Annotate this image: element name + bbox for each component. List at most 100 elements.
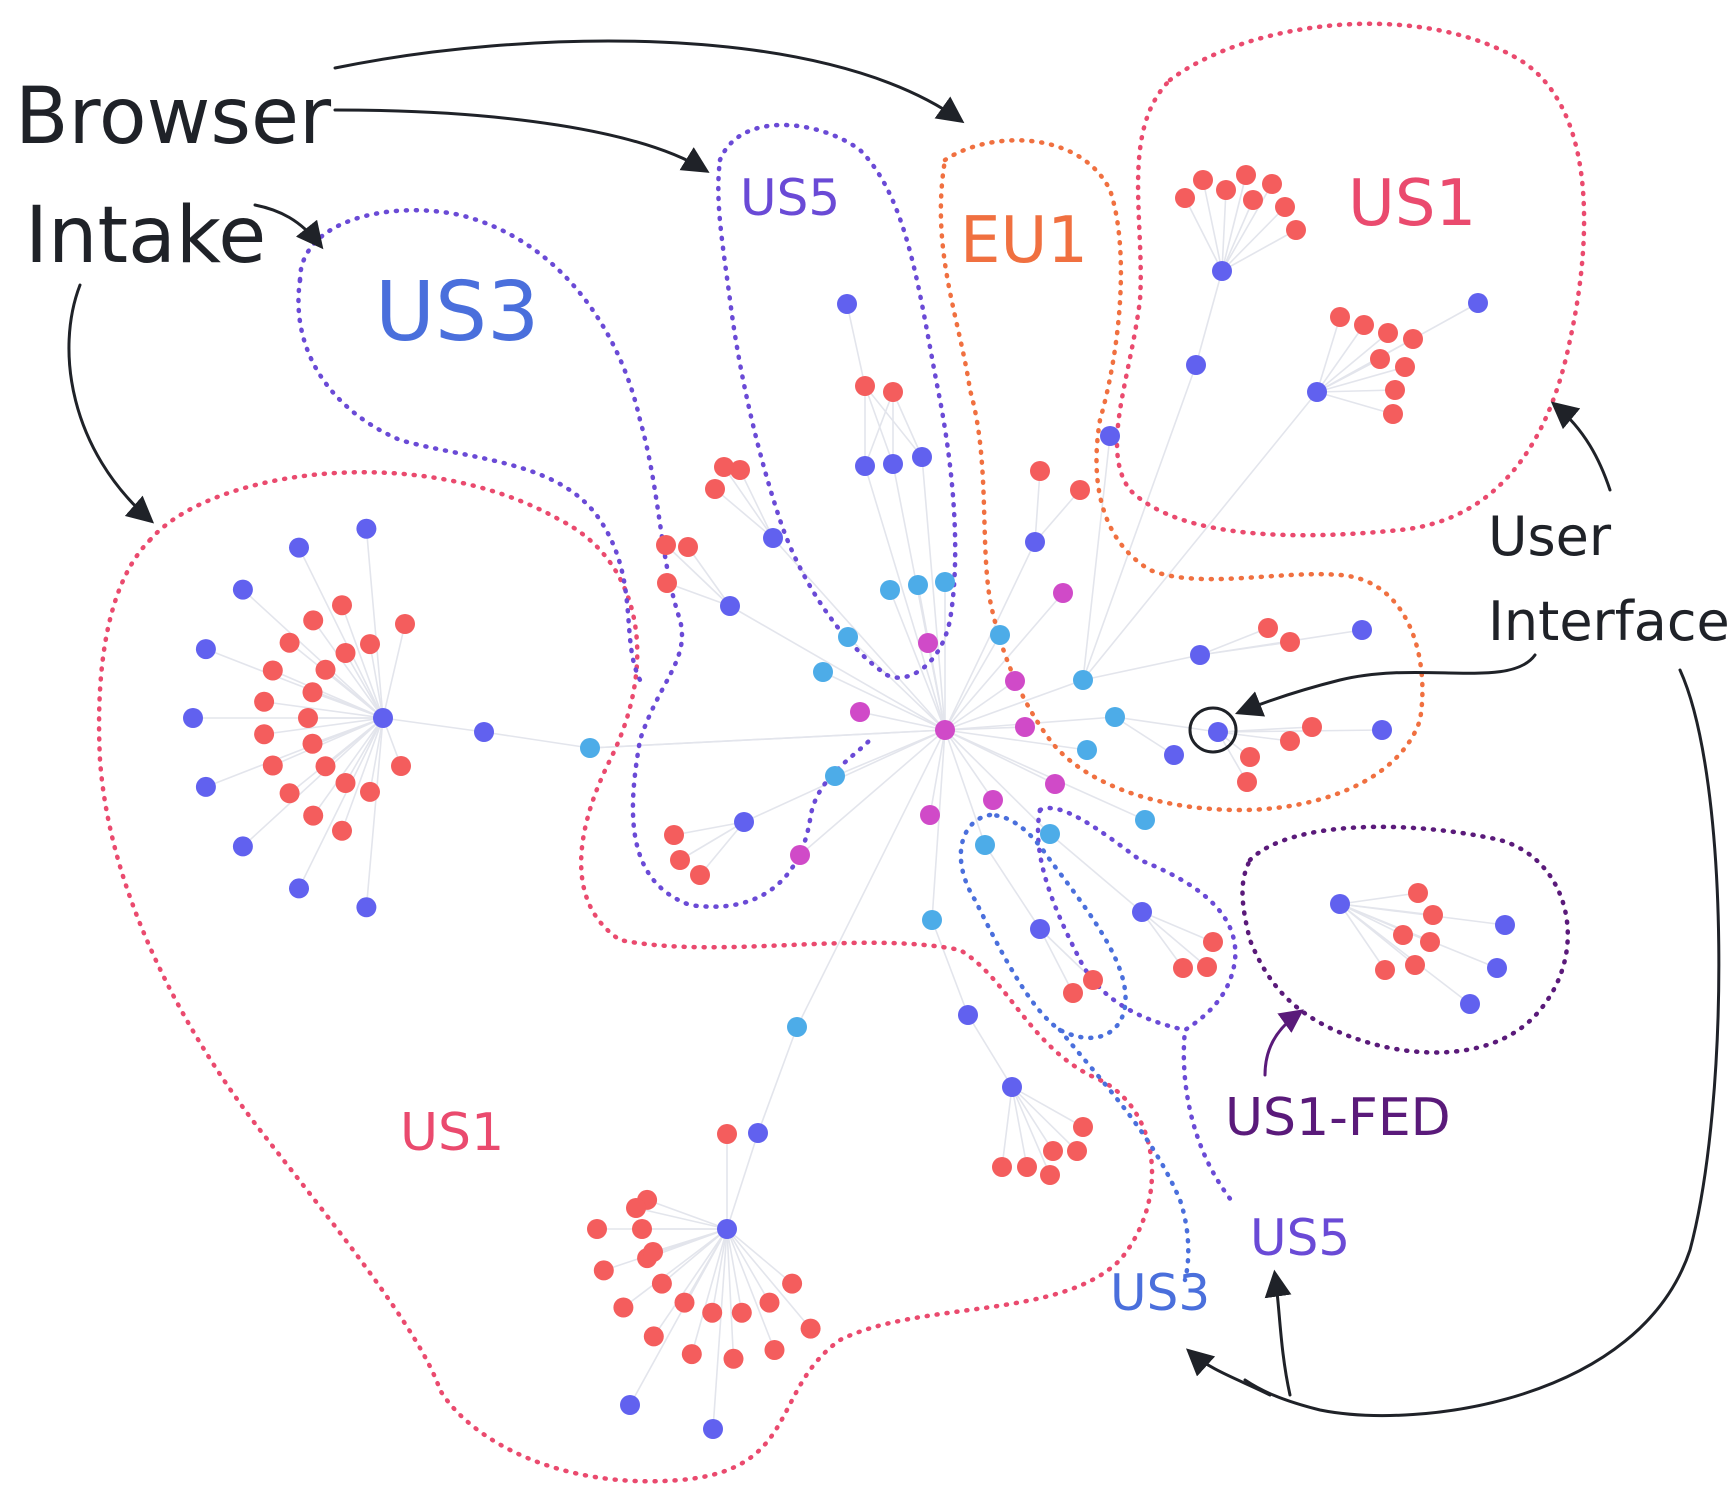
graph-edge <box>652 1228 728 1253</box>
graph-node <box>1236 165 1256 185</box>
graph-edge <box>846 303 866 387</box>
graph-node <box>1043 1141 1063 1161</box>
graph-edge <box>298 547 384 719</box>
graph-edge <box>691 1228 728 1355</box>
graph-edge <box>382 623 406 719</box>
graph-edge <box>369 644 384 719</box>
graph-node <box>1015 717 1035 737</box>
highlighted-node-ring <box>1188 706 1238 754</box>
region-us3-bottom-tail <box>1057 1027 1191 1283</box>
graph-edge <box>931 919 969 1016</box>
graph-edge <box>1011 1086 1054 1152</box>
graph-node <box>1186 355 1206 375</box>
graph-node <box>992 1157 1012 1177</box>
browser-label: Browser <box>15 72 332 162</box>
graph-node <box>262 755 283 776</box>
graph-edge <box>205 717 384 788</box>
graph-edge <box>1202 179 1223 272</box>
graph-node <box>360 781 380 802</box>
region-us5-top-outline <box>716 122 958 680</box>
graph-node <box>315 659 336 680</box>
graph-node <box>1237 772 1257 792</box>
graph-node <box>651 1273 672 1294</box>
graph-node <box>1468 293 1488 313</box>
graph-node <box>1208 722 1228 742</box>
graph-node <box>613 1297 634 1318</box>
graph-edge <box>739 469 774 539</box>
graph-node <box>935 720 955 740</box>
graph-edge <box>712 1228 728 1430</box>
graph-node <box>1077 740 1097 760</box>
region-us1-top-outline <box>1114 21 1587 538</box>
graph-node <box>1190 645 1210 665</box>
graph-node <box>1063 983 1083 1003</box>
graph-node <box>703 1419 723 1439</box>
graph-edge <box>1034 489 1081 543</box>
region-us3-top-outline-inner <box>296 277 643 683</box>
region-us5-bottom-outline-inner <box>1035 807 1188 1033</box>
graph-edge <box>967 1014 1013 1088</box>
graph-node <box>632 1219 652 1239</box>
graph-node <box>1302 717 1322 737</box>
graph-edge <box>984 844 1041 930</box>
graph-edge <box>726 1132 759 1230</box>
graph-edges <box>193 174 1506 1430</box>
graph-node <box>356 518 377 539</box>
graph-edge <box>799 729 946 856</box>
region-us1-fed-outline <box>1240 824 1571 1055</box>
graph-edge <box>1316 332 1389 393</box>
graph-node <box>289 537 309 558</box>
graph-edge <box>1221 183 1273 272</box>
region-label-us1-fed: US1-FED <box>1225 1088 1451 1148</box>
graph-node <box>643 1326 664 1347</box>
graph-edge <box>1316 316 1341 393</box>
graph-node <box>720 596 740 616</box>
graph-edge <box>365 717 384 908</box>
graph-node <box>678 537 698 557</box>
graph-node <box>702 1302 723 1323</box>
graph-edge <box>1082 391 1318 681</box>
region-us1-big-outline <box>96 470 1155 1484</box>
graph-node <box>958 1005 978 1025</box>
graph-edge <box>944 729 994 801</box>
graph-node <box>356 897 377 918</box>
graph-node <box>332 595 352 616</box>
graph-edge <box>864 385 923 458</box>
graph-edge <box>589 729 946 749</box>
graph-edge <box>622 1228 728 1309</box>
graph-edge <box>1339 903 1498 969</box>
graph-edge <box>666 582 731 607</box>
graph-node <box>764 1340 785 1360</box>
graph-node <box>1067 1141 1087 1161</box>
region-label-us3-bottom: US3 <box>1110 1264 1210 1322</box>
graph-node <box>1280 632 1300 652</box>
arrow-us1-fed <box>1263 1009 1304 1077</box>
graph-node <box>723 1348 744 1369</box>
graph-node <box>990 625 1010 645</box>
graph-node <box>298 708 318 728</box>
graph-node <box>1173 958 1193 978</box>
intake-label: Intake <box>25 191 266 281</box>
graph-node <box>1017 1157 1037 1177</box>
graph-node <box>1408 883 1428 903</box>
graph-node <box>908 575 928 595</box>
graph-node <box>1193 170 1213 190</box>
arrow-ui-to-us1-top <box>1550 401 1612 492</box>
graph-node <box>195 776 216 797</box>
graph-node <box>1420 932 1440 952</box>
graph-edge <box>1082 435 1111 681</box>
graph-node <box>1375 960 1395 980</box>
graph-edge <box>679 821 745 861</box>
graph-node <box>620 1395 640 1415</box>
graph-node <box>360 634 380 655</box>
graph-edge <box>1316 389 1396 393</box>
graph-node <box>883 454 903 474</box>
graph-node <box>391 756 411 776</box>
graph-node <box>1487 958 1507 978</box>
region-label-eu1: EU1 <box>960 204 1088 278</box>
graph-edge <box>944 729 1088 751</box>
graph-edge <box>699 821 745 876</box>
graph-node <box>800 1318 821 1339</box>
graph-node <box>183 708 203 728</box>
arrow-intake-to-us1-big <box>67 283 155 524</box>
